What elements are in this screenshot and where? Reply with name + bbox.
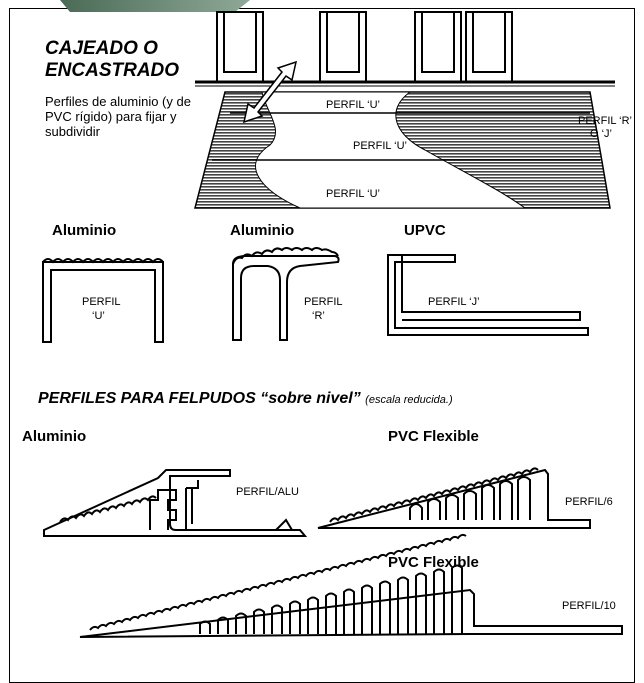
profile-r-label-line1: PERFIL [304,296,343,308]
section2-title: PERFILES PARA FELPUDOS “sobre nivel” (es… [38,390,453,408]
profile-u-label-line1: PERFIL [82,296,121,308]
profile-j-material: UPVC [404,222,446,239]
profile-j-label: PERFIL ‘J’ [428,296,480,308]
profile-u-material: Aluminio [52,222,117,239]
side-label-line2: O ‘J’ [590,128,612,140]
profile-10-label: PERFIL/10 [562,600,616,612]
recessed-mat-illustration [194,60,611,209]
section-title-line2: ENCASTRADO [45,60,180,81]
profile-r-material: Aluminio [230,222,295,239]
section2-title-text: PERFILES PARA FELPUDOS “sobre nivel” [38,390,361,407]
profile-alu-drawing [43,469,308,537]
profile-10-material: PVC Flexible [388,554,479,571]
side-label-line1: PERFIL ‘R’ [578,115,632,127]
section-description: Perfiles de aluminio (y de PVC rígido) p… [45,94,191,139]
profile-r-label-line2: ‘R’ [312,310,325,322]
profile-6-drawing [317,467,591,529]
profile-10-drawing [79,533,623,638]
mat-label-top: PERFIL ‘U’ [326,99,380,111]
profile-j-drawing [387,254,589,336]
section-title-line1: CAJEADO O [45,38,158,59]
profile-alu-label: PERFIL/ALU [236,486,299,498]
profile-6-label: PERFIL/6 [565,496,613,508]
profile-alu-material: Aluminio [22,428,87,445]
door-frame-illustration [195,11,615,87]
section2-note: (escala reducida.) [365,394,453,406]
profile-u-drawing [42,258,164,343]
profile-6-material: PVC Flexible [388,428,479,445]
mat-label-middle: PERFIL ‘U’ [353,140,407,152]
profile-r-drawing [232,247,340,341]
mat-label-bottom: PERFIL ‘U’ [326,188,380,200]
header-tab-graphic [60,0,250,12]
profile-u-label-line2: ‘U’ [92,310,105,322]
